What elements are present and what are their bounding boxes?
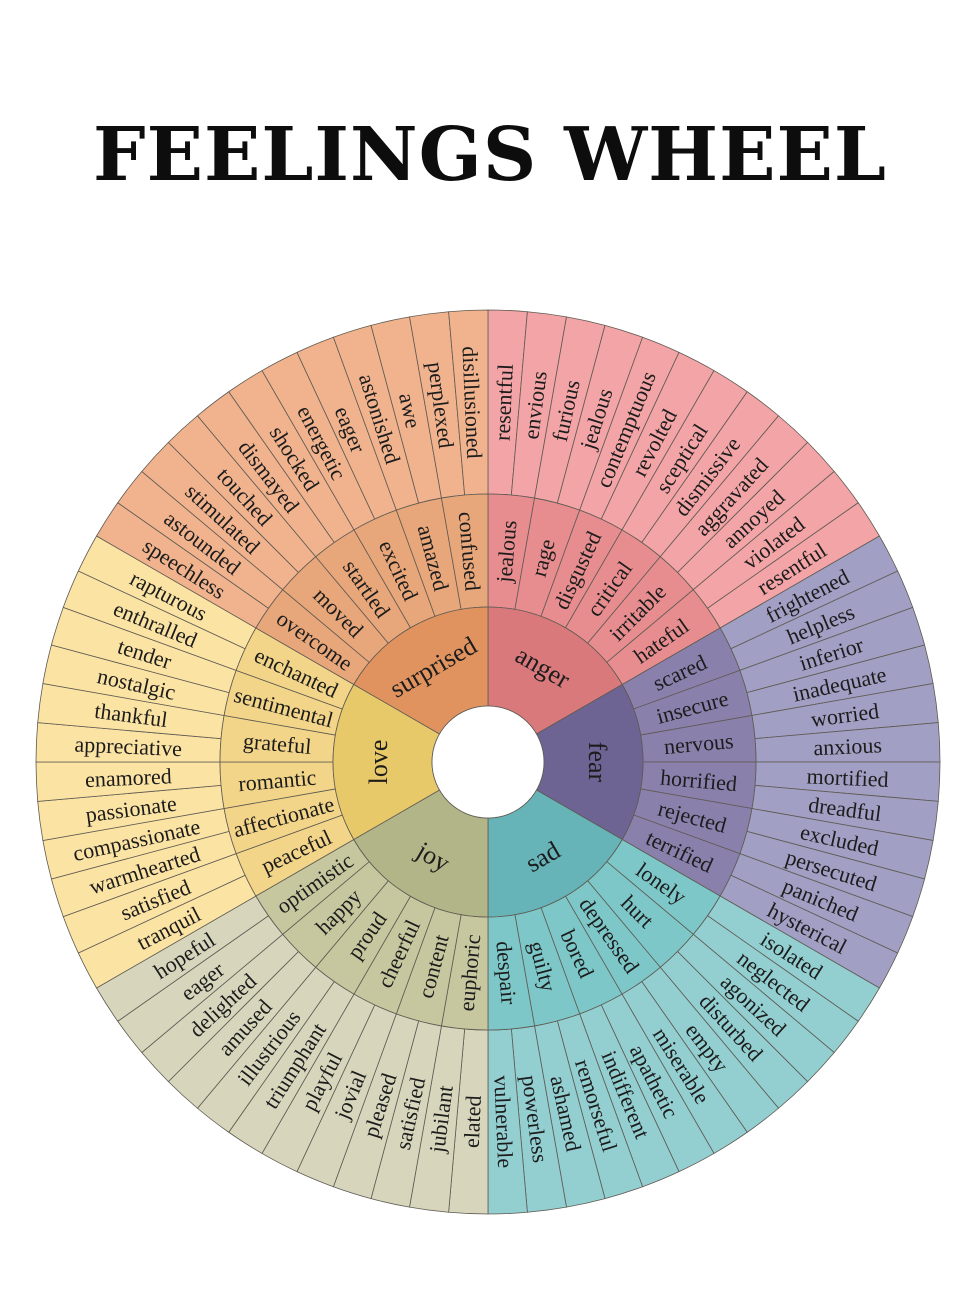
center-hole (431, 705, 545, 819)
outer-label-disillusioned: disillusioned (457, 346, 487, 459)
core-label-fear: fear (583, 742, 612, 783)
outer-label-appreciative: appreciative (74, 731, 182, 761)
outer-label-mortified: mortified (806, 763, 889, 792)
outer-label-vulnerable: vulnerable (489, 1075, 518, 1169)
outer-label-elated: elated (459, 1095, 486, 1149)
middle-label-jealous: jealous (491, 519, 521, 584)
page-title: FEELINGS WHEEL (93, 112, 887, 198)
middle-label-grateful: grateful (242, 728, 312, 759)
middle-label-despair: despair (491, 940, 522, 1006)
core-label-love: love (364, 740, 393, 785)
outer-label-anxious: anxious (813, 732, 882, 760)
middle-label-nervous: nervous (663, 728, 735, 759)
outer-label-enamored: enamored (84, 763, 172, 792)
outer-label-resentful: resentful (490, 363, 518, 441)
